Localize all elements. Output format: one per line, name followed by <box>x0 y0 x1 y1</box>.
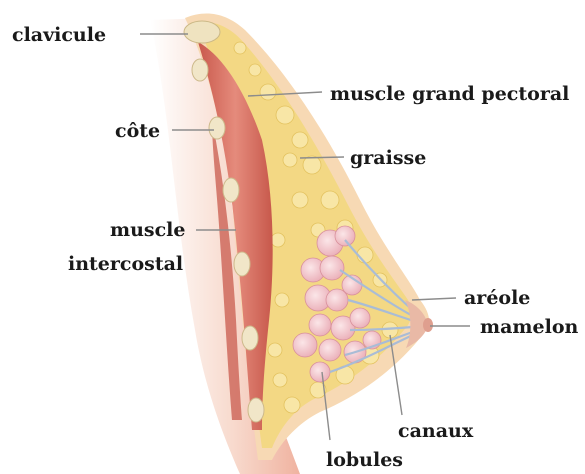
label-cote: côte <box>115 120 160 142</box>
label-muscle-grand-pectoral: muscle grand pectoral <box>330 83 569 105</box>
label-lobules: lobules <box>326 449 403 471</box>
label-graisse: graisse <box>350 147 426 169</box>
label-muscle: muscle <box>110 219 186 241</box>
label-canaux: canaux <box>398 420 474 442</box>
label-clavicule: clavicule <box>12 24 106 46</box>
clavicle-bone <box>184 21 220 43</box>
label-areole: aréole <box>464 287 530 309</box>
label-intercostal: intercostal <box>68 253 183 275</box>
label-mamelon: mamelon <box>480 316 578 338</box>
nipple-shape <box>423 318 433 332</box>
